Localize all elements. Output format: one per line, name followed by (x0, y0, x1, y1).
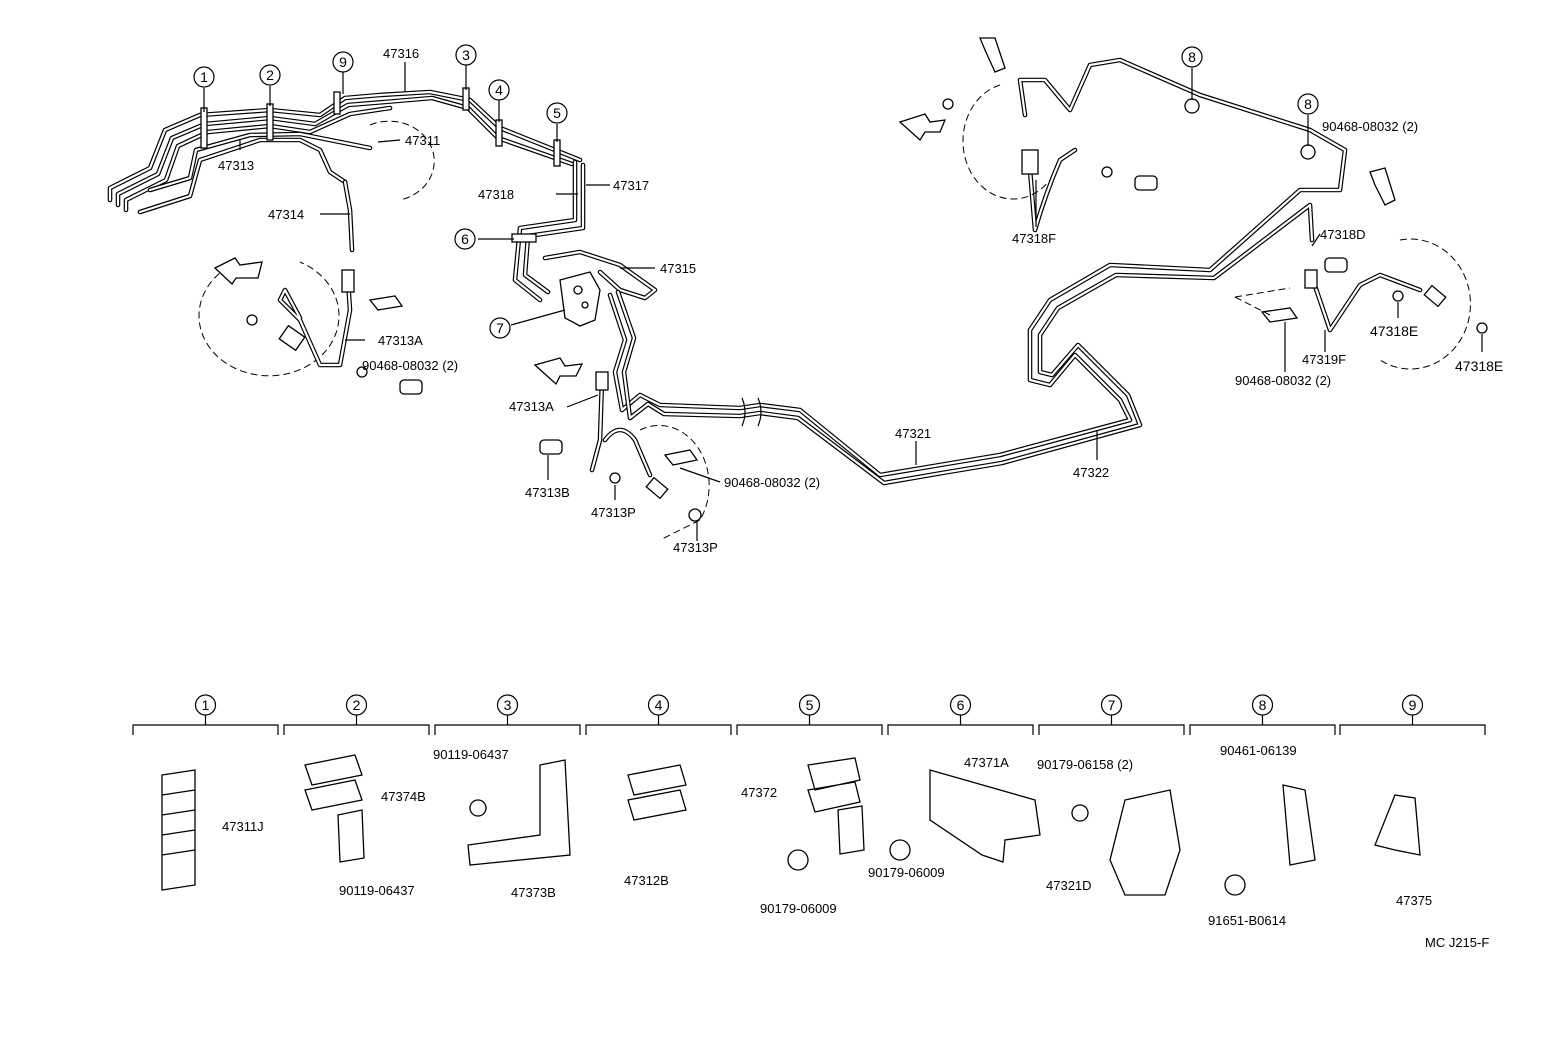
part-label-90179061582: 90179-06158 (2) (1037, 757, 1133, 772)
leader-lines (203, 62, 1483, 541)
part-label-91651B0614: 91651-B0614 (1208, 913, 1286, 928)
group-callout-circle (949, 694, 972, 716)
part-sketch (787, 757, 865, 871)
part-label-9011906437: 90119-06437 (339, 883, 415, 898)
group-bracket (434, 724, 581, 735)
part-label-47371A: 47371A (964, 755, 1009, 770)
label-47322: 47322 (1073, 465, 1109, 480)
label-47313P-2: 47313P (673, 540, 718, 555)
part-label-47374B: 47374B (381, 789, 426, 804)
group-callout-circle (345, 694, 368, 716)
label-90468-left: 90468-08032 (2) (362, 358, 458, 373)
part-sketch (1374, 794, 1421, 856)
part-label-47321D: 47321D (1046, 878, 1092, 893)
label-47318E-1: 47318E (1370, 323, 1418, 339)
group-callout-circle (647, 694, 670, 716)
label-47318F: 47318F (1012, 231, 1056, 246)
label-47316: 47316 (383, 46, 419, 61)
label-47313A-left: 47313A (378, 333, 423, 348)
part-label-47311J: 47311J (222, 819, 264, 834)
group-callout-8: 8 (1259, 697, 1267, 713)
group-callout-circle (1100, 694, 1123, 716)
group-bracket (1038, 724, 1185, 735)
label-47318E-2: 47318E (1455, 358, 1503, 374)
group-callout-5: 5 (806, 697, 814, 713)
group-callout-circle (496, 694, 519, 716)
callout-9: 9 (339, 54, 347, 70)
callout-7: 7 (496, 320, 504, 336)
part-label-9011906437: 90119-06437 (433, 747, 509, 762)
part-label-9046106139: 90461-06139 (1220, 743, 1297, 758)
part-sketch (304, 754, 365, 863)
part-label-47373B: 47373B (511, 885, 556, 900)
part-sketch (161, 769, 196, 891)
group-bracket (736, 724, 883, 735)
part-label-47375: 47375 (1396, 893, 1432, 908)
group-callout-3: 3 (504, 697, 512, 713)
group-callout-7: 7 (1108, 697, 1116, 713)
group-bracket (887, 724, 1034, 735)
part-label-9017906009: 90179-06009 (760, 901, 837, 916)
detail-row: 1 47311J 2 47374B 90119-06437 3 90119-06437 473… (132, 694, 1486, 928)
label-90468-mid: 90468-08032 (2) (724, 475, 820, 490)
label-47318: 47318 (478, 187, 514, 202)
group-callout-4: 4 (655, 697, 663, 713)
group-bracket (132, 724, 279, 735)
label-47313A-mid: 47313A (509, 399, 554, 414)
part-label-47312B: 47312B (624, 873, 669, 888)
callout-1: 1 (200, 69, 208, 85)
group-callout-1: 1 (202, 697, 210, 713)
group-bracket (1189, 724, 1336, 735)
part-sketch (627, 764, 687, 821)
part-label-47372: 47372 (741, 785, 777, 800)
callout-5: 5 (553, 105, 561, 121)
label-47313B: 47313B (525, 485, 570, 500)
label-47313P-1: 47313P (591, 505, 636, 520)
group-callout-circle (194, 694, 217, 716)
group-callout-circle (1251, 694, 1274, 716)
group-callout-circle (798, 694, 821, 716)
part-sketch (467, 759, 571, 866)
wheel-brake-assembly (198, 37, 1488, 541)
callout-6: 6 (461, 231, 469, 247)
proportioning-valve (559, 271, 601, 327)
callout-3: 3 (462, 47, 470, 63)
callout-2: 2 (266, 67, 274, 83)
group-callout-9: 9 (1409, 697, 1417, 713)
label-47317: 47317 (613, 178, 649, 193)
group-callout-6: 6 (957, 697, 965, 713)
label-90468-right-top: 90468-08032 (2) (1322, 119, 1418, 134)
group-bracket (1339, 724, 1486, 735)
label-47313: 47313 (218, 158, 254, 173)
callout-8b: 8 (1304, 96, 1312, 112)
part-sketch (1071, 789, 1181, 896)
label-47321: 47321 (895, 426, 931, 441)
brake-pipes (107, 57, 1423, 486)
label-90468-right-bot: 90468-08032 (2) (1235, 373, 1331, 388)
callout-4: 4 (495, 82, 503, 98)
label-47314: 47314 (268, 207, 304, 222)
group-callout-2: 2 (353, 697, 361, 713)
group-bracket (283, 724, 430, 735)
group-callout-circle (1401, 694, 1424, 716)
label-47318D: 47318D (1320, 227, 1366, 242)
pipe-clamps (200, 87, 1316, 243)
group-bracket (585, 724, 732, 735)
label-47311: 47311 (405, 133, 440, 148)
part-label-9017906009: 90179-06009 (868, 865, 945, 880)
label-47319F: 47319F (1302, 352, 1346, 367)
callout-8a: 8 (1188, 49, 1196, 65)
diagram-code: MC J215-F (1425, 935, 1489, 950)
part-sketch (1224, 784, 1316, 896)
callout-circles (193, 44, 1319, 339)
label-47315: 47315 (660, 261, 696, 276)
part-sketch (889, 769, 1041, 863)
